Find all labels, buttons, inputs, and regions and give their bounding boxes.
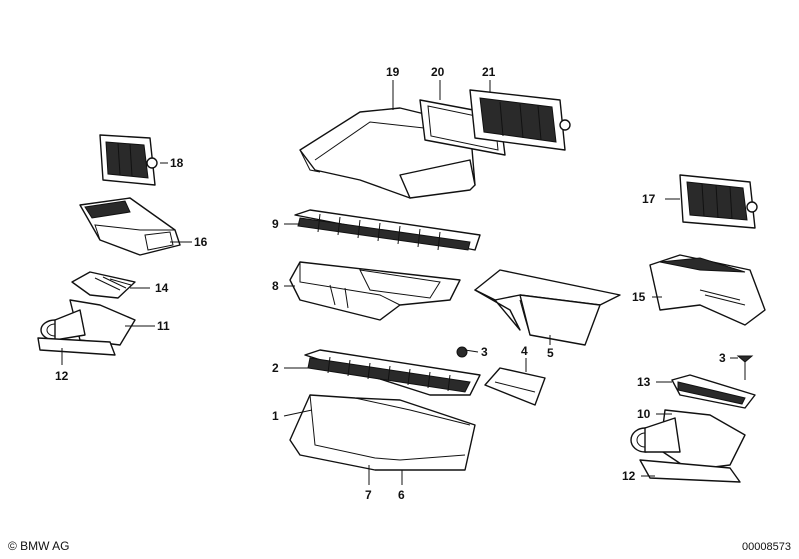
part-4-flap xyxy=(484,367,546,406)
part-9-grille xyxy=(294,209,481,251)
part-17-vent xyxy=(679,174,758,229)
callout-21: 21 xyxy=(482,65,496,79)
part-5-cover-plate xyxy=(474,269,621,346)
callout-10: 10 xyxy=(637,407,651,421)
part-21-vent xyxy=(469,89,571,151)
callout-12-right: 12 xyxy=(622,469,636,483)
part-11-nozzle-left xyxy=(37,299,136,356)
callout-3-right: 3 xyxy=(719,351,726,365)
callout-16: 16 xyxy=(194,235,208,249)
callout-8: 8 xyxy=(272,279,279,293)
callout-labels: 19 20 21 18 16 14 11 12 9 8 3 4 5 2 1 7 … xyxy=(55,65,726,502)
callout-4: 4 xyxy=(521,344,528,358)
callout-17: 17 xyxy=(642,192,656,206)
part-3-screw xyxy=(456,346,479,358)
part-18-vent xyxy=(99,134,158,186)
callout-19: 19 xyxy=(386,65,400,79)
part-8-housing xyxy=(289,261,461,321)
part-13-grille xyxy=(671,374,756,409)
callout-3-center: 3 xyxy=(481,345,488,359)
callout-12-left: 12 xyxy=(55,369,69,383)
part-15-duct xyxy=(649,254,766,326)
callout-11: 11 xyxy=(157,319,170,333)
callout-1: 1 xyxy=(272,409,279,423)
part-2-grille xyxy=(304,349,481,396)
part-14-grille xyxy=(71,271,136,299)
part-3-screw-right xyxy=(736,355,754,380)
callout-14: 14 xyxy=(155,281,169,295)
callout-9: 9 xyxy=(272,217,279,231)
callout-20: 20 xyxy=(431,65,445,79)
part-16-duct xyxy=(79,197,181,256)
callout-18: 18 xyxy=(170,156,184,170)
part-1-base-housing xyxy=(289,394,476,471)
document-number: 00008573 xyxy=(742,541,791,553)
callout-5: 5 xyxy=(547,346,554,360)
part-10-nozzle-right xyxy=(630,409,746,483)
callout-13: 13 xyxy=(637,375,651,389)
leader-lines xyxy=(61,80,738,485)
callout-15: 15 xyxy=(632,290,646,304)
callout-7: 7 xyxy=(365,488,372,502)
callout-2: 2 xyxy=(272,361,279,375)
callout-6: 6 xyxy=(398,488,405,502)
copyright-label: © BMW AG xyxy=(8,539,70,553)
